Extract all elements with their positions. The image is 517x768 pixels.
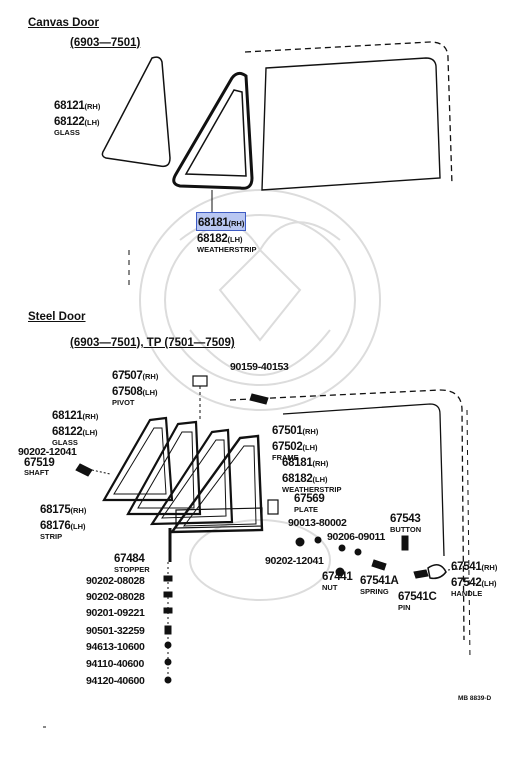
hardware-item: 94110-40600 <box>86 658 145 670</box>
canvas-glass-label: 68121(RH) 68122(LH) GLASS <box>54 97 100 137</box>
part-number: 67501 <box>272 425 303 437</box>
part-number: 68121 <box>52 410 83 422</box>
watermark-emblem <box>139 189 381 601</box>
shaft-label: 90202-12041 67519 SHAFT <box>18 447 77 477</box>
hardware-item: 90501-32259 <box>86 625 145 637</box>
plate-label: 67569 PLATE <box>294 493 325 514</box>
p90013-part-number: 90013-80002 <box>288 517 347 529</box>
part-number: 68175 <box>40 504 71 516</box>
part-name: BUTTON <box>390 524 422 534</box>
steel-door-period: (6903—7501), TP (7501—7509) <box>70 337 235 349</box>
part-number: 67541 <box>451 561 482 573</box>
canvas-door-title: Canvas Door <box>28 17 99 29</box>
part-number: 68176 <box>40 520 71 532</box>
hardware-item: 90201-09221 <box>86 607 145 619</box>
frame-label: 67501(RH) 67502(LH) FRAME <box>272 422 318 462</box>
part-number: 67569 <box>294 493 325 505</box>
steel-weatherstrip-label: 68181(RH) 68182(LH) WEATHERSTRIP <box>282 454 341 494</box>
side-tag: (RH) <box>82 412 99 421</box>
canvas-door-artwork <box>101 41 453 290</box>
side-tag: (LH) <box>84 118 100 127</box>
part-number: 67519 <box>24 456 55 469</box>
hardware-item: 90202-08028 <box>86 575 145 587</box>
part-number: 67541A <box>360 575 399 587</box>
part-number: 67484 <box>114 553 145 565</box>
part-number: 67542 <box>451 577 482 589</box>
side-tag: (RH) <box>70 506 87 515</box>
nut-label: 67441 NUT <box>322 571 353 592</box>
side-tag: (RH) <box>228 219 245 228</box>
part-name: SHAFT <box>24 468 49 477</box>
part-name: STRIP <box>40 532 63 541</box>
canvas-door-period: (6903—7501) <box>70 37 141 49</box>
side-tag: (LH) <box>302 443 318 452</box>
p90202-part-number: 90202-12041 <box>265 555 324 567</box>
canvas-weatherstrip-label: 68181(RH) 68182(LH) WEATHERSTRIP <box>195 212 257 254</box>
steel-glass-label: 68121(RH) 68122(LH) GLASS <box>52 407 98 447</box>
part-name: SPRING <box>360 586 389 596</box>
side-tag: (LH) <box>312 475 328 484</box>
side-tag: (RH) <box>312 459 329 468</box>
part-name: FRAME <box>272 453 299 462</box>
handle-label: 67541(RH) 67542(LH) HANDLE <box>451 558 497 598</box>
part-name: PLATE <box>294 504 319 514</box>
part-name: STOPPER <box>114 564 150 574</box>
part-number-highlighted: 68181 <box>198 217 229 229</box>
part-number: 67541C <box>398 591 437 603</box>
side-tag: (RH) <box>302 427 319 436</box>
part-number: 68181 <box>282 457 313 469</box>
strip-label: 68175(RH) 68176(LH) STRIP <box>40 501 86 541</box>
p90206-part-number: 90206-09011 <box>327 531 386 543</box>
part-name: GLASS <box>52 438 78 447</box>
part-number: 67507 <box>112 370 143 382</box>
pivot-label: 67507(RH) 67508(LH) PIVOT <box>112 367 158 407</box>
part-name: WEATHERSTRIP <box>197 245 257 254</box>
side-tag: (LH) <box>227 235 243 244</box>
part-number: 67441 <box>322 571 353 583</box>
side-tag: (RH) <box>142 372 159 381</box>
side-tag: (LH) <box>142 388 158 397</box>
side-tag: (RH) <box>481 563 498 572</box>
part-number: 68182 <box>197 233 228 245</box>
part-name: PIN <box>398 602 411 612</box>
margin-marks <box>43 371 126 728</box>
part-name: NUT <box>322 582 338 592</box>
part-number: 67502 <box>272 441 303 453</box>
part-number: 68122 <box>52 426 83 438</box>
side-tag: (LH) <box>481 579 497 588</box>
pin-label: 67541C PIN <box>398 591 437 612</box>
part-number: 90202-12041 <box>18 446 77 458</box>
button-label: 67543 BUTTON <box>390 513 422 534</box>
steel-door-title: Steel Door <box>28 311 86 323</box>
hardware-item: 94613-10600 <box>86 641 145 653</box>
side-tag: (LH) <box>82 428 98 437</box>
stopper-label: 67484 STOPPER <box>114 553 150 574</box>
part-name: HANDLE <box>451 589 483 598</box>
part-name: GLASS <box>54 128 80 137</box>
side-tag: (RH) <box>84 102 101 111</box>
spring-label: 67541A SPRING <box>360 575 399 596</box>
part-number: 67543 <box>390 513 421 525</box>
part-name: PIVOT <box>112 398 135 407</box>
part-number: 68182 <box>282 473 313 485</box>
steel-door-artwork <box>75 375 471 684</box>
hardware-item: 90202-08028 <box>86 591 145 603</box>
hardware-item: 94120-40600 <box>86 675 145 687</box>
part-number: 67508 <box>112 386 143 398</box>
screw-top-part-number: 90159-40153 <box>230 361 289 373</box>
part-number: 68121 <box>54 100 85 112</box>
figure-code: MB 8839-D <box>458 695 492 702</box>
part-number: 68122 <box>54 116 85 128</box>
side-tag: (LH) <box>70 522 86 531</box>
part-name: WEATHERSTRIP <box>282 485 342 494</box>
